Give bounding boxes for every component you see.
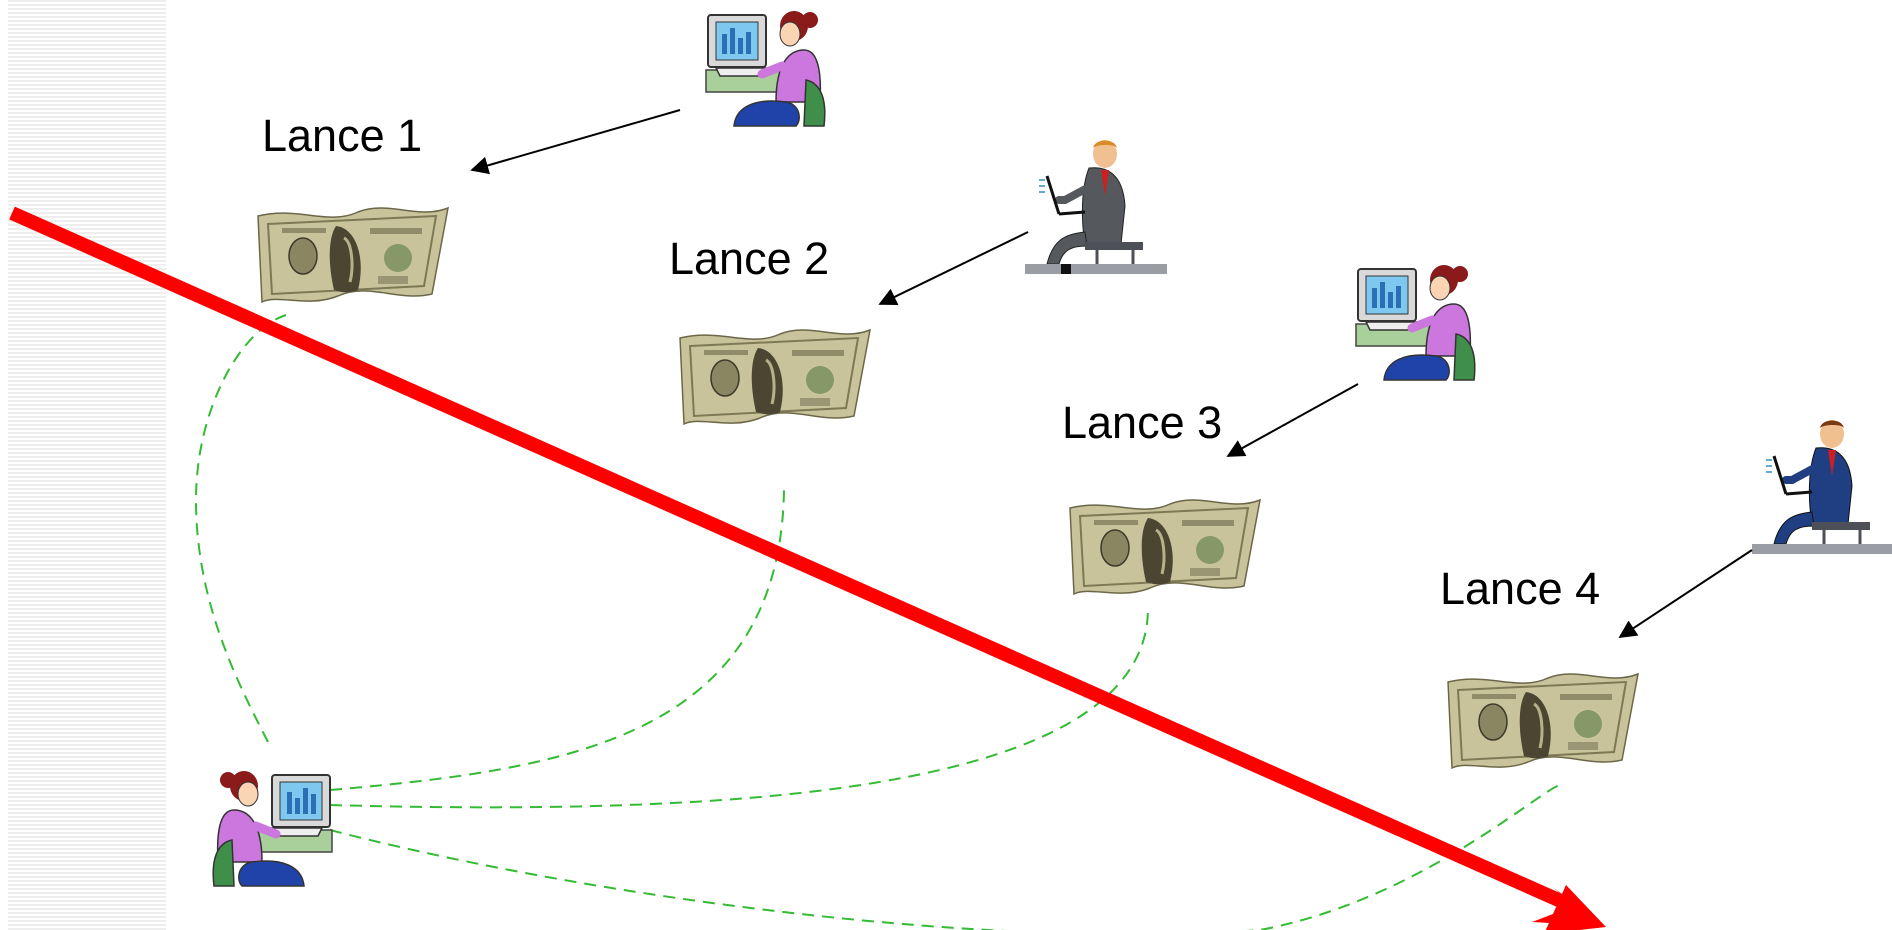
- link-lance2: [329, 489, 785, 791]
- decorative-stripe: [8, 0, 166, 930]
- bid-arrow-4: [1618, 549, 1753, 638]
- woman-at-computer-icon: [706, 11, 825, 126]
- bid-arrow-3: [1226, 383, 1359, 457]
- lance-label: Lance 2: [669, 233, 830, 284]
- woman-at-computer-icon: [1356, 265, 1475, 380]
- man-with-laptop-icon: [1025, 140, 1167, 274]
- dollar-bill-icon: [256, 206, 450, 304]
- bid-arrows: [470, 109, 1753, 638]
- lance-label: Lance 1: [262, 110, 423, 161]
- bid-arrow-2: [878, 231, 1029, 306]
- link-lance1: [194, 314, 287, 743]
- dollar-bill-icon: [678, 328, 872, 426]
- dollar-bill-icon: [1446, 672, 1640, 770]
- dollar-bill-icon: [1068, 498, 1262, 596]
- bid-arrow-1: [470, 109, 681, 175]
- woman-at-computer-icon: [213, 771, 332, 886]
- lance-label: Lance 4: [1440, 563, 1601, 614]
- lance-label: Lance 3: [1062, 397, 1223, 448]
- link-lance3: [329, 609, 1149, 809]
- link-lance4: [329, 784, 1561, 930]
- man-with-laptop-icon: [1752, 420, 1892, 554]
- descending-price-arrow: [9, 206, 1606, 930]
- dashed-links: [194, 314, 1561, 930]
